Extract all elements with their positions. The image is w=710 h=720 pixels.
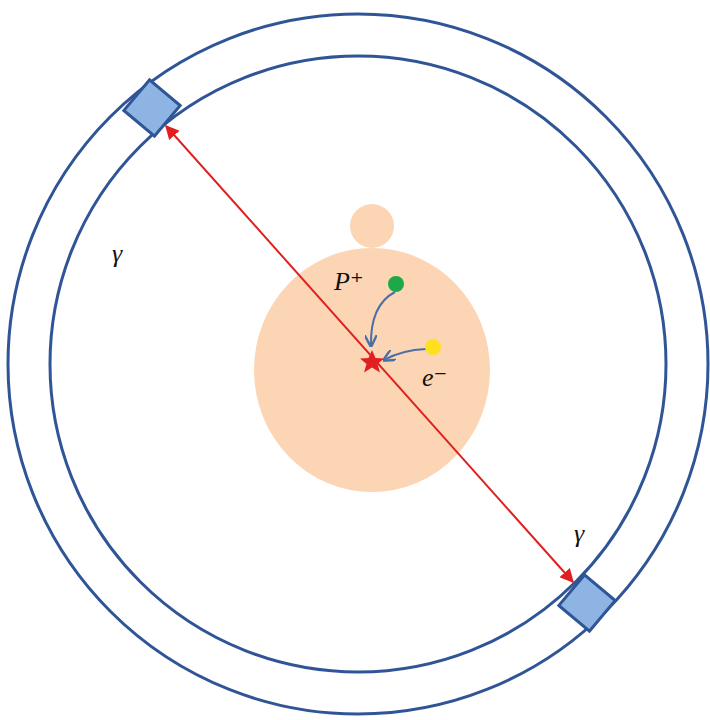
outer-ring: [8, 14, 708, 714]
detector-block: [124, 80, 180, 136]
inner-ring: [50, 56, 666, 672]
electron-dot: [425, 339, 441, 355]
electron-path: [384, 349, 426, 360]
gamma-label: γ: [574, 520, 584, 549]
positron-label: P⁺: [334, 268, 364, 297]
detector-block: [559, 575, 615, 631]
head: [254, 248, 490, 492]
gamma-line: [166, 126, 573, 582]
electron-label: e⁻: [422, 364, 447, 393]
head-nose: [350, 204, 394, 248]
annihilation-star: [360, 350, 384, 373]
positron-path: [371, 292, 395, 346]
positron-dot: [388, 276, 404, 292]
gamma-label: γ: [112, 240, 122, 269]
